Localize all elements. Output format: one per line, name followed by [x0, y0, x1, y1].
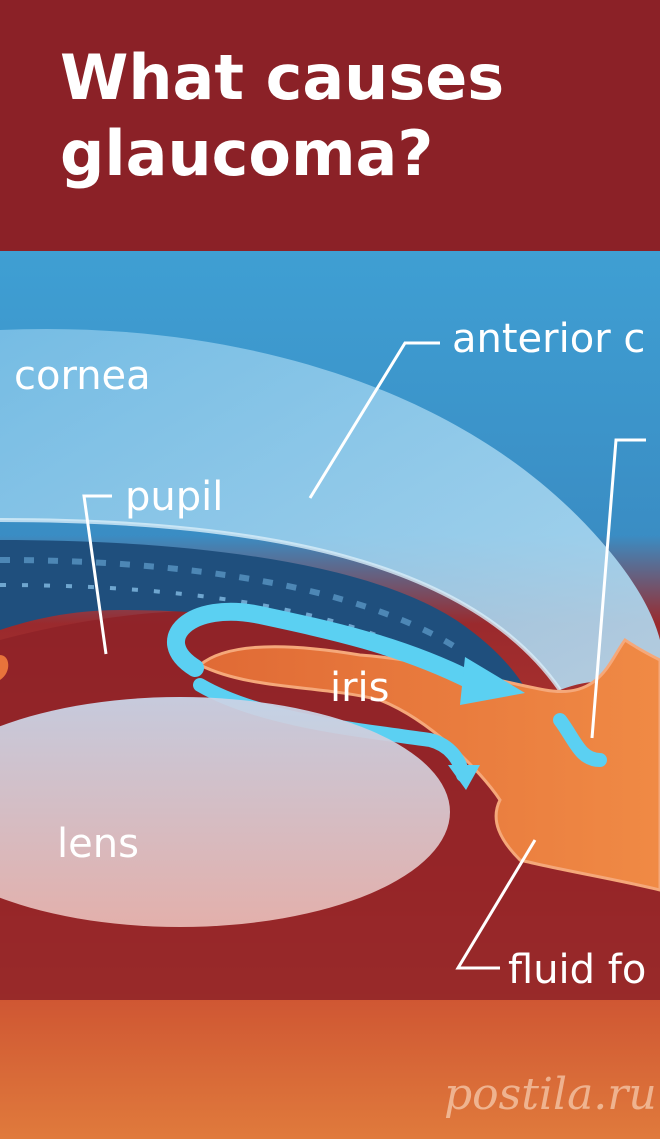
iris-shape	[197, 637, 660, 892]
postila-watermark: postila.ru	[444, 1069, 657, 1120]
title-line-1: What causes	[60, 41, 505, 114]
eye-diagram	[0, 251, 660, 1139]
title-line-2: glaucoma?	[60, 117, 434, 190]
cornea-shape	[0, 328, 660, 700]
anterior-chamber-label: anterior c	[452, 316, 646, 362]
fluid-arrow-upper	[167, 602, 479, 689]
iris-label: iris	[330, 665, 390, 711]
title-banner: What causes glaucoma?	[0, 0, 660, 251]
pupil-callout-line	[82, 494, 112, 655]
lens-label: lens	[57, 821, 139, 867]
cornea-label: cornea	[14, 353, 151, 399]
pupil-edge	[0, 655, 9, 680]
drainage-channel	[553, 713, 607, 767]
anterior-callout-line	[308, 341, 440, 499]
pupil-label: pupil	[125, 474, 224, 520]
fluid-label: fluid fo	[508, 947, 647, 993]
cornea-inner-edge	[0, 518, 562, 692]
fluid-callout-line	[455, 839, 537, 970]
fluid-arrow-upper-head	[460, 657, 525, 705]
iris-back-pattern	[0, 557, 462, 653]
iris-back-layer	[0, 540, 540, 725]
fluid-arrow-lower-head	[448, 765, 480, 790]
lens-shape	[0, 697, 450, 927]
drainage-callout-line	[590, 438, 646, 739]
page-title: What causes glaucoma?	[60, 40, 504, 192]
eye-cross-section-illustration	[0, 251, 660, 1139]
